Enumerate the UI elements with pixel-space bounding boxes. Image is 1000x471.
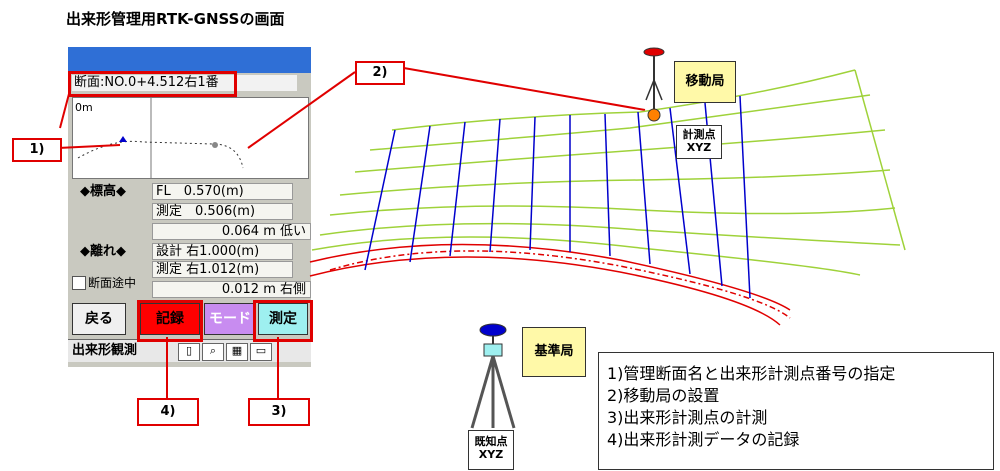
callout-3: 3) [248, 398, 310, 426]
measured-elevation: 測定 0.506(m) [152, 203, 293, 220]
mid-section-checkbox[interactable] [72, 276, 86, 290]
highlight-section [68, 71, 237, 97]
note-item: 4)出来形計測データの記録 [607, 430, 800, 449]
offset-difference: 0.012 m 右側 [152, 281, 311, 298]
device-header-bar [68, 47, 311, 73]
device-screen: 断面:NO.0+4.512右1番 0m ◆標高◆ FL 0.570(m) 測定 … [68, 47, 311, 367]
cross-section-graph [77, 98, 244, 178]
calculator-icon[interactable]: ▯ [178, 343, 200, 361]
note-item: 3)出来形計測点の計測 [607, 408, 768, 427]
known-point-label: 既知点 XYZ [468, 430, 514, 470]
page-title: 出来形管理用RTK-GNSSの画面 [66, 10, 285, 28]
highlight-measure [253, 300, 313, 342]
mode-label: 出来形観測 [72, 343, 138, 358]
known-point-label-line1: 既知点 [474, 435, 508, 448]
elevation-label: ◆標高◆ [80, 184, 126, 199]
procedure-notes: 1)管理断面名と出来形計測点番号の指定 2)移動局の設置 3)出来形計測点の計測… [598, 352, 994, 470]
elevation-difference: 0.064 m 低い [152, 223, 311, 240]
battery-icon[interactable]: ▭ [250, 343, 272, 361]
measured-offset: 測定 右1.012(m) [152, 261, 293, 278]
measure-button[interactable]: 測定 [258, 303, 308, 335]
callout-1: 1) [12, 138, 62, 162]
cross-section-plot: 0m [72, 97, 309, 179]
zoom-icon[interactable]: ⌕ [202, 343, 224, 361]
rover-marker-icon [212, 142, 218, 148]
base-station-label: 基準局 [522, 327, 586, 377]
measurement-point-label-line2: XYZ [686, 141, 712, 154]
known-point-label-line2: XYZ [478, 448, 504, 461]
target-marker-icon [119, 136, 127, 142]
record-button[interactable]: 記録 [140, 303, 200, 335]
keyboard-icon[interactable]: ▦ [226, 343, 248, 361]
measurement-point-label-line1: 計測点 [682, 128, 716, 141]
offset-label: ◆離れ◆ [80, 244, 126, 259]
rover-label: 移動局 [674, 61, 736, 103]
callout-4: 4) [137, 398, 199, 426]
mid-section-label: 断面途中 [88, 276, 137, 290]
plot-origin-label: 0m [75, 101, 93, 114]
note-item: 2)移動局の設置 [607, 386, 720, 405]
measurement-point-label: 計測点 XYZ [676, 125, 722, 159]
design-elevation: FL 0.570(m) [152, 183, 293, 200]
design-offset: 設計 右1.000(m) [152, 243, 293, 260]
section-name[interactable]: 断面:NO.0+4.512右1番 [72, 75, 297, 91]
callout-2: 2) [355, 61, 405, 85]
highlight-record [137, 300, 203, 342]
back-button[interactable]: 戻る [72, 303, 126, 335]
note-item: 1)管理断面名と出来形計測点番号の指定 [607, 364, 896, 383]
